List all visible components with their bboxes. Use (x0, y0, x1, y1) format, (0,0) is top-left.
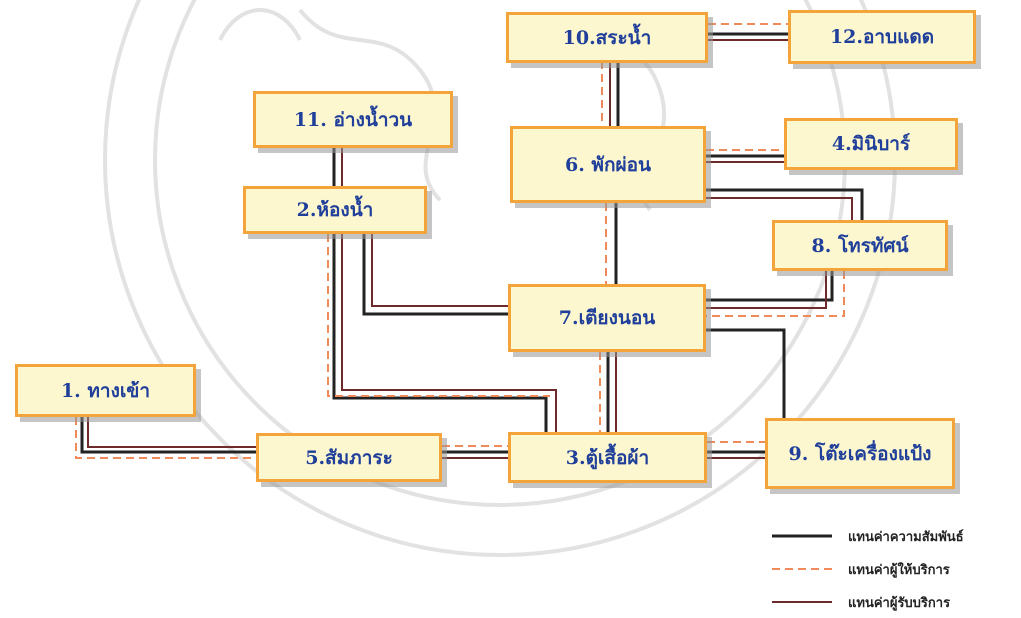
node-luggage: 5.สัมภาระ (256, 433, 442, 482)
node-sunbathing: 12.อาบแดด (788, 10, 976, 64)
node-rest: 6. พักผ่อน (510, 126, 706, 203)
legend-item-provider: แทนค่าผู้ให้บริการ (762, 556, 1021, 582)
legend-label-receiver: แทนค่าผู้รับบริการ (848, 596, 951, 611)
node-entrance: 1. ทางเข้า (15, 364, 196, 417)
legend-item-receiver: แทนค่าผู้รับบริการ (762, 589, 1021, 615)
legend-label-relation: แทนค่าความสัมพันธ์ (848, 530, 964, 545)
node-wardrobe: 3.ตู้เสื้อผ้า (508, 432, 707, 483)
node-minibar: 4.มินิบาร์ (784, 118, 958, 170)
node-television: 8. โทรทัศน์ (772, 220, 948, 271)
relation-line-swatch (772, 534, 832, 538)
legend-item-relation: แทนค่าความสัมพันธ์ (762, 523, 1021, 549)
node-pool: 10.สระน้ำ (506, 12, 708, 63)
provider-line-swatch (772, 568, 832, 570)
node-bed: 7.เตียงนอน (508, 284, 706, 352)
node-dressing-table: 9. โต๊ะเครื่องแป้ง (765, 418, 955, 489)
node-bathroom: 2.ห้องน้ำ (243, 186, 427, 234)
node-jacuzzi: 11. อ่างน้ำวน (253, 91, 453, 148)
legend-label-provider: แทนค่าผู้ให้บริการ (848, 563, 950, 578)
receiver-line-swatch (772, 601, 832, 603)
